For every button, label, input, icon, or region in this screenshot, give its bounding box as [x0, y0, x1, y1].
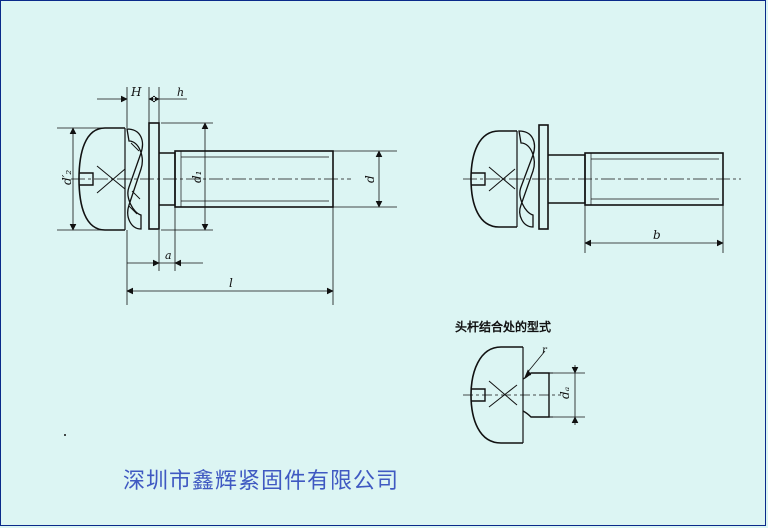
- detail-dimensions: [549, 365, 585, 425]
- label-a: a: [165, 249, 172, 262]
- label-b: b: [653, 228, 661, 242]
- left-dimensions: [57, 87, 397, 305]
- stray-mark: [64, 434, 66, 436]
- label-d: d: [363, 175, 377, 183]
- label-l: l: [229, 276, 233, 290]
- label-h: h: [177, 86, 184, 99]
- left-screw-assembly: [71, 122, 351, 231]
- slot-right: [471, 172, 486, 186]
- screw-slot: [79, 172, 94, 186]
- head-cross: [96, 165, 126, 194]
- flat-washer-right: [538, 124, 549, 230]
- flat-washer: [148, 122, 160, 230]
- lock-washer: [126, 128, 144, 230]
- label-H: H: [130, 85, 142, 99]
- label-d2: d′₂: [60, 170, 74, 185]
- lock-washer-hatch: [128, 142, 141, 215]
- right-screw-assembly: [463, 124, 741, 230]
- right-dimensions: [584, 205, 724, 253]
- detail-title: 头杆结合处的型式: [455, 320, 552, 334]
- label-d1: d₁: [190, 171, 204, 184]
- label-r: r: [542, 345, 548, 356]
- detail-view: [463, 346, 561, 444]
- company-caption: 深圳市鑫辉紧固件有限公司: [123, 469, 400, 494]
- label-da: dₐ: [558, 387, 572, 399]
- lock-washer-right: [518, 130, 536, 228]
